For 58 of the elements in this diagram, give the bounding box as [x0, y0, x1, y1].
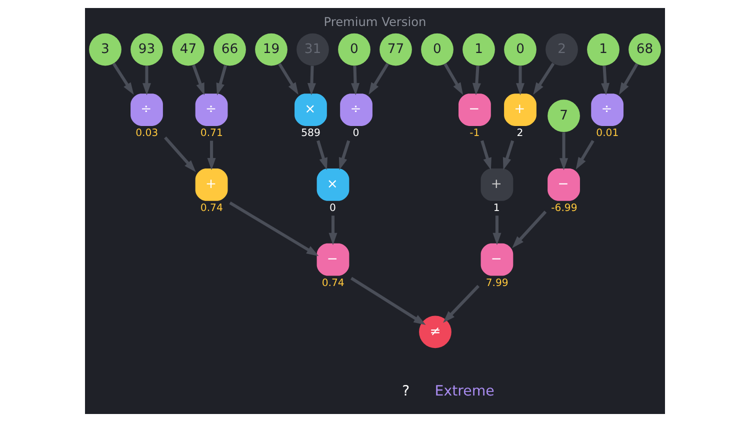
node-circle: 1 — [462, 33, 495, 66]
node-circle: 68 — [628, 33, 661, 66]
node-circle: 93 — [130, 33, 163, 66]
node-label: 0.74 — [322, 278, 344, 289]
label: Extreme — [434, 383, 494, 400]
node-circle: 77 — [380, 33, 412, 66]
arrow — [229, 202, 319, 256]
node-label: 0 — [329, 203, 336, 214]
node-label: 0.74 — [200, 203, 223, 214]
node-label: 0.01 — [596, 128, 619, 140]
arrow — [328, 216, 338, 246]
node-circle: 0 — [338, 33, 370, 66]
node-circle: 66 — [214, 33, 246, 66]
arrow — [207, 140, 216, 170]
arrow — [512, 210, 547, 248]
node-circle: 19 — [255, 33, 288, 66]
arrow — [338, 140, 350, 170]
arrow — [443, 284, 480, 323]
arrow — [307, 66, 316, 96]
node-label: 0.03 — [136, 128, 158, 140]
arrow — [351, 66, 360, 96]
arrow — [472, 66, 481, 96]
node-label: -1 — [470, 128, 480, 140]
arrow — [350, 276, 426, 326]
arrow — [192, 64, 204, 96]
node-label: 1 — [493, 203, 500, 214]
node-label: 589 — [301, 128, 320, 140]
label: ? — [402, 383, 410, 400]
arrow — [316, 140, 328, 170]
arrow — [560, 132, 568, 170]
node-circle: 7 — [548, 100, 580, 132]
arrow — [112, 62, 134, 95]
arrow — [576, 140, 594, 170]
node-label: 2 — [516, 128, 524, 140]
node-circle: 0 — [504, 33, 536, 66]
arrow — [601, 66, 610, 96]
arrow — [480, 140, 492, 170]
node-circle: ≠ — [419, 316, 452, 348]
diagram-title: Premium Version — [324, 14, 426, 29]
node-circle: 0 — [421, 33, 454, 66]
arrow — [142, 66, 151, 96]
node-circle: 1 — [587, 33, 620, 66]
arrow — [216, 65, 227, 96]
arrow — [164, 136, 196, 172]
arrow — [533, 62, 555, 95]
arrow — [502, 140, 514, 170]
node-circle: 3 — [89, 33, 122, 66]
node-label: -6.99 — [551, 203, 578, 214]
arrow — [516, 66, 525, 96]
arrow — [492, 216, 502, 246]
node-circle: 47 — [172, 33, 204, 66]
arrow — [618, 63, 638, 95]
arrow — [278, 63, 298, 95]
arrow — [368, 63, 389, 95]
node-label: 0.71 — [200, 128, 223, 140]
arrow — [444, 63, 464, 95]
node-label: 0 — [352, 128, 360, 140]
node-label: 7.99 — [486, 278, 508, 289]
